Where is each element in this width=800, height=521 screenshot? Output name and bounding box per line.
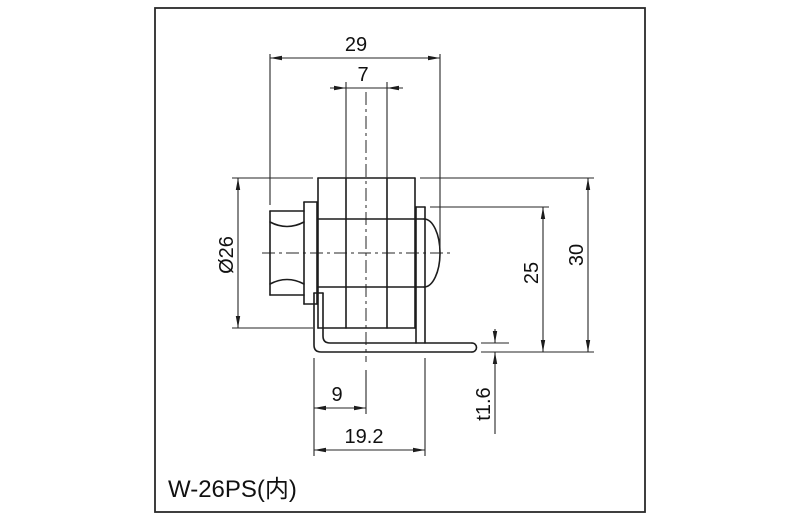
dimension-label-overall-width: 29 [345, 34, 367, 56]
dimension-roller-diameter: Ø26 [216, 177, 313, 329]
drawing-frame-border [154, 7, 646, 513]
bracket-plate-end [471, 342, 478, 353]
dimension-groove-width: 7 [330, 64, 403, 178]
dimension-label-base-width: 19.2 [345, 426, 384, 448]
dimension-label-plate-thickness: t1.6 [473, 387, 495, 420]
axle-dome [423, 218, 441, 288]
roller [317, 177, 441, 329]
dimension-label-center-offset: 9 [331, 384, 342, 406]
hex-nut [269, 210, 305, 296]
bracket-inner-contour [322, 292, 473, 344]
dimension-label-bracket-height: 25 [521, 262, 543, 284]
dimension-center-offset: 9 [313, 358, 367, 456]
center-lines [262, 92, 452, 362]
bracket [313, 206, 478, 353]
drawing-title: W-26PS(内) [168, 476, 297, 503]
washer [303, 201, 318, 305]
dimension-label-overall-height: 30 [566, 244, 588, 266]
dimension-overall-width: 29 [269, 34, 441, 247]
part-view [269, 177, 478, 353]
dimension-label-roller-diameter: Ø26 [216, 236, 238, 274]
dimension-plate-thickness: t1.6 [473, 329, 509, 434]
dimension-base-width: 19.2 [314, 358, 426, 456]
dimension-label-groove-width: 7 [357, 64, 368, 86]
bracket-outer-contour [313, 292, 473, 353]
dimension-bracket-height: 25 [430, 206, 549, 352]
